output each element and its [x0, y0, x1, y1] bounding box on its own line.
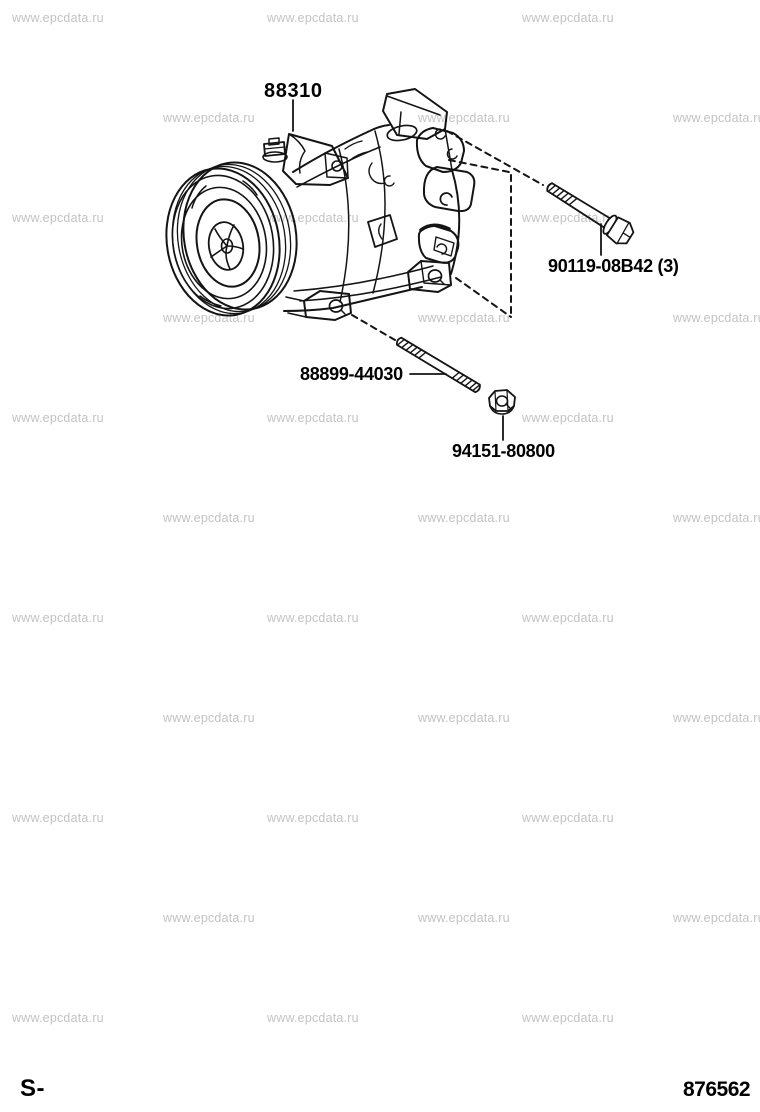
watermark: www.epcdata.ru	[418, 311, 510, 325]
top-bracket	[262, 133, 349, 186]
watermark: www.epcdata.ru	[267, 611, 359, 625]
pulley-spoke	[226, 224, 235, 247]
side-bracket-lower	[417, 223, 460, 264]
watermark: www.epcdata.ru	[522, 811, 614, 825]
watermark: www.epcdata.ru	[267, 411, 359, 425]
watermark: www.epcdata.ru	[12, 211, 104, 225]
watermark: www.epcdata.ru	[418, 711, 510, 725]
upper-bracket	[382, 88, 448, 142]
mount-lug-left	[285, 290, 352, 321]
watermark: www.epcdata.ru	[673, 311, 760, 325]
part-label-compressor: 88310	[264, 80, 323, 102]
watermark: www.epcdata.ru	[418, 911, 510, 925]
stud-drawing	[395, 336, 481, 394]
watermark: www.epcdata.ru	[163, 911, 255, 925]
watermark: www.epcdata.ru	[673, 111, 760, 125]
watermark: www.epcdata.ru	[522, 411, 614, 425]
mount-lug-right	[407, 260, 452, 293]
pulley	[165, 161, 298, 317]
bolt-drawing	[546, 182, 635, 245]
watermark: www.epcdata.ru	[522, 611, 614, 625]
watermark: www.epcdata.ru	[163, 511, 255, 525]
watermark: www.epcdata.ru	[522, 11, 614, 25]
dashed-projection-lines	[351, 130, 544, 341]
watermark: www.epcdata.ru	[267, 211, 359, 225]
footer-section-code: S-	[20, 1075, 45, 1102]
side-bracket-upper	[422, 166, 476, 213]
watermark: www.epcdata.ru	[12, 811, 104, 825]
watermark: www.epcdata.ru	[418, 511, 510, 525]
watermark: www.epcdata.ru	[12, 611, 104, 625]
watermark: www.epcdata.ru	[673, 711, 760, 725]
watermark: www.epcdata.ru	[163, 111, 255, 125]
watermark: www.epcdata.ru	[673, 511, 760, 525]
part-label-stud-bolt: 88899-44030	[300, 364, 403, 384]
rear-bracket	[415, 127, 465, 173]
watermark: www.epcdata.ru	[267, 11, 359, 25]
watermark: www.epcdata.ru	[522, 211, 614, 225]
part-label-mount-bolt: 90119-08B42 (3)	[548, 256, 679, 276]
watermark: www.epcdata.ru	[163, 711, 255, 725]
watermark: www.epcdata.ru	[522, 1011, 614, 1025]
pulley-spoke	[214, 228, 228, 247]
pulley-spoke	[210, 245, 228, 258]
compressor-diagram	[165, 88, 635, 441]
footer-figure-number: 876562	[683, 1078, 751, 1101]
watermark: www.epcdata.ru	[267, 811, 359, 825]
watermark: www.epcdata.ru	[418, 111, 510, 125]
watermark: www.epcdata.ru	[673, 911, 760, 925]
part-label-nut: 94151-80800	[452, 441, 555, 461]
nut-drawing	[488, 389, 516, 415]
leader-lines	[292, 99, 602, 441]
compressor-body	[283, 124, 461, 312]
watermark: www.epcdata.ru	[12, 411, 104, 425]
pulley-spoke	[225, 245, 231, 270]
watermark: www.epcdata.ru	[12, 11, 104, 25]
watermark: www.epcdata.ru	[12, 1011, 104, 1025]
pulley-spoke	[226, 245, 244, 250]
watermark: www.epcdata.ru	[267, 1011, 359, 1025]
